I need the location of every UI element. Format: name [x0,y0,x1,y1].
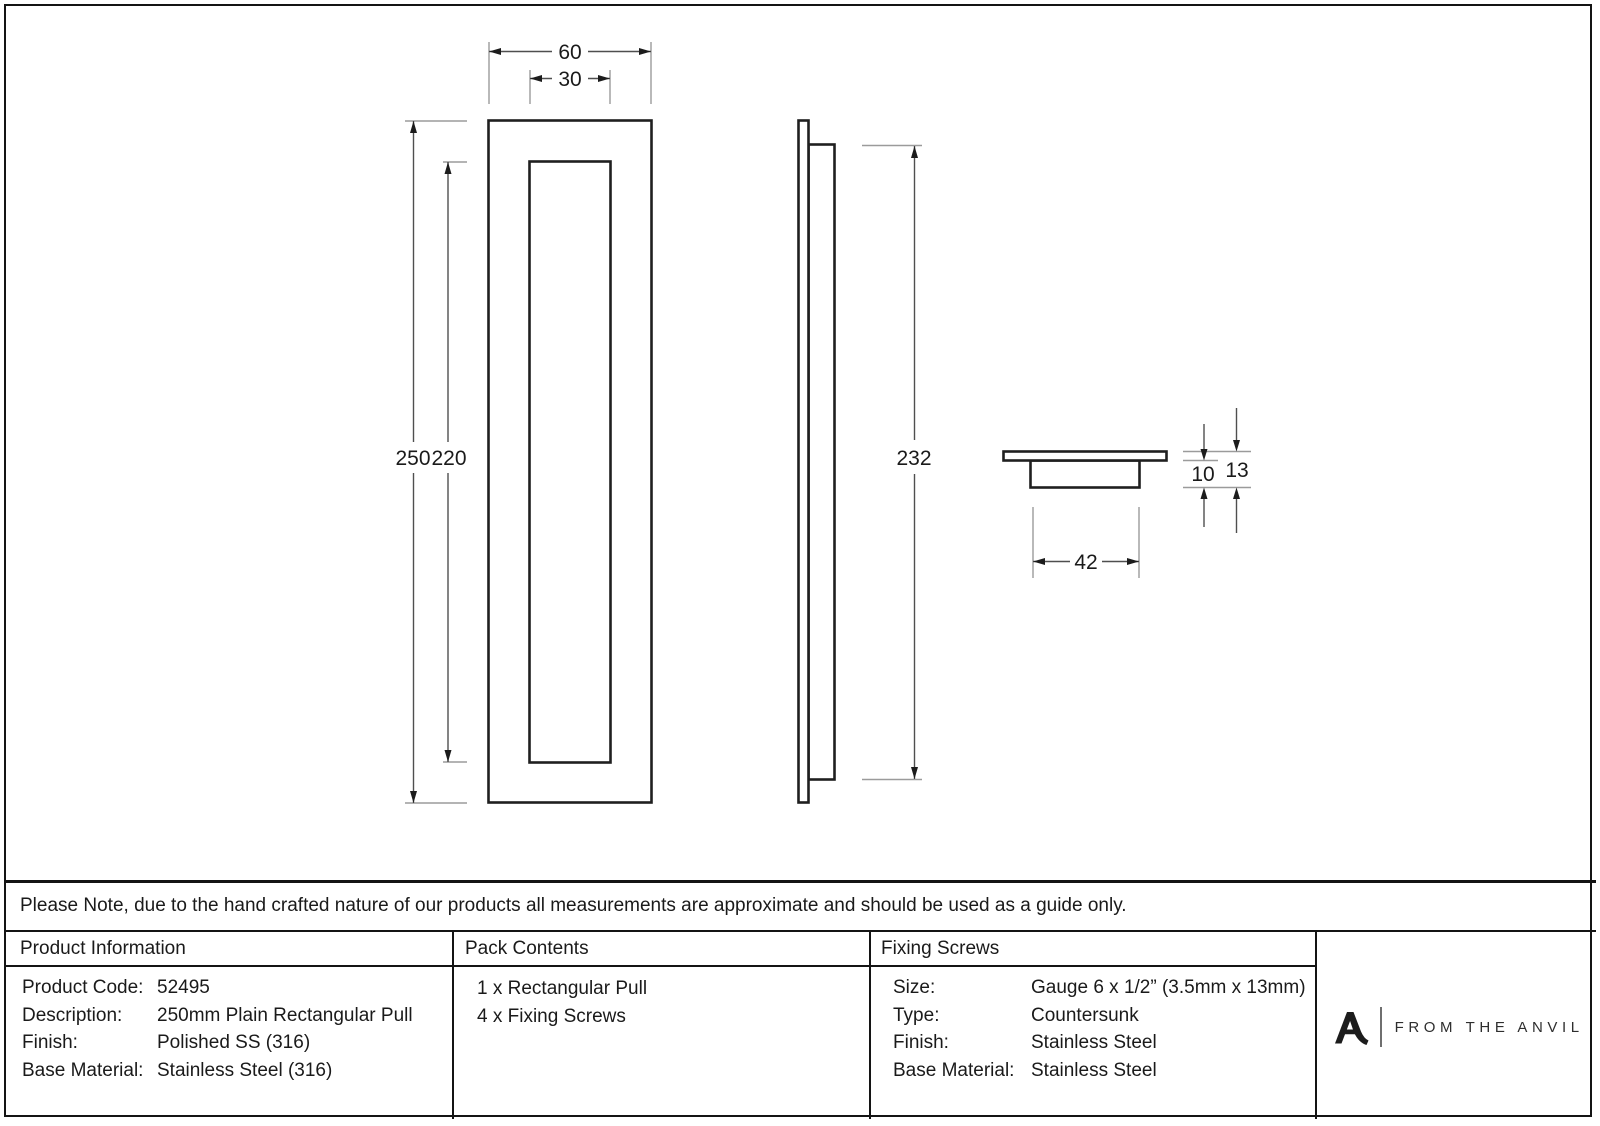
table-row: Product Code: 52495 [22,974,413,1002]
technical-drawing: 60 30 250 220 [395,41,1251,804]
anvil-logo-icon [1335,1012,1369,1045]
table-header-top-border [4,930,1596,933]
pack-contents-list: 1 x Rectangular Pull 4 x Fixing Screws [477,975,647,1030]
pack-contents-header: Pack Contents [465,938,589,959]
dimension-front-inner-height: 220 [431,447,466,470]
pull-front-recess-outline [528,160,612,764]
brand-area: FROM THE ANVIL [1333,1005,1584,1049]
dimension-side-height: 232 [896,447,931,470]
row-label: Size: [893,977,936,998]
logo-divider [1380,1007,1382,1047]
pull-side-recess-outline [807,143,836,781]
table-row: Finish: Stainless Steel [893,1029,1306,1057]
dimension-front-inner-width: 30 [558,68,581,91]
row-label: Finish: [22,1032,78,1054]
row-value: Countersunk [1031,1004,1139,1026]
row-value: 52495 [157,977,210,998]
row-label: Product Code: [22,977,144,998]
table-row: Size: Gauge 6 x 1/2” (3.5mm x 13mm) [893,974,1306,1002]
row-value: Stainless Steel [1031,1059,1157,1081]
row-value: 250mm Plain Rectangular Pull [157,1004,413,1026]
section-view: 42 10 13 [1002,408,1251,578]
table-row: Finish: Polished SS (316) [22,1029,413,1057]
table-divider-1 [452,930,455,1119]
table-divider-2 [869,930,872,1119]
dimension-section-total-depth: 13 [1225,459,1248,482]
table-row: Base Material: Stainless Steel [893,1057,1306,1085]
product-information-rows: Product Code: 52495 Description: 250mm P… [22,974,413,1084]
row-label: Finish: [893,1032,949,1054]
dimension-section-depth: 10 [1191,463,1214,486]
dimension-front-width: 60 [558,41,581,64]
row-value: Gauge 6 x 1/2” (3.5mm x 13mm) [1031,977,1306,998]
row-label: Description: [22,1004,123,1026]
list-item: 1 x Rectangular Pull [477,978,648,999]
front-view: 60 30 250 220 [395,41,653,804]
pull-section-flange-outline [1002,450,1168,462]
pull-side-faceplate-outline [797,119,810,804]
row-value: Stainless Steel (316) [157,1059,333,1081]
pull-section-recess-outline [1029,459,1141,489]
table-row: Description: 250mm Plain Rectangular Pul… [22,1002,413,1030]
measurements-note: Please Note, due to the hand crafted nat… [20,895,1127,916]
fixing-screws-header: Fixing Screws [881,938,1000,959]
row-label: Base Material: [22,1059,144,1081]
list-item: 4 x Fixing Screws [477,1005,626,1027]
fixing-screws-rows: Size: Gauge 6 x 1/2” (3.5mm x 13mm) Type… [893,974,1306,1084]
side-view: 232 [797,119,932,804]
page-border [4,4,1592,1117]
row-value: Stainless Steel [1031,1032,1157,1054]
row-value: Polished SS (316) [157,1032,311,1054]
product-information-header: Product Information [20,938,186,959]
table-row: Base Material: Stainless Steel (316) [22,1057,413,1085]
dimension-section-width: 42 [1074,551,1097,574]
table-row: Type: Countersunk [893,1002,1306,1030]
brand-name: FROM THE ANVIL [1394,1018,1584,1036]
note-row-top-border [4,880,1596,883]
row-label: Type: [893,1004,940,1026]
table-divider-3 [1315,930,1318,1119]
dimension-front-height: 250 [395,447,430,470]
table-header-bottom-border [4,964,1316,967]
row-label: Base Material: [893,1059,1015,1081]
